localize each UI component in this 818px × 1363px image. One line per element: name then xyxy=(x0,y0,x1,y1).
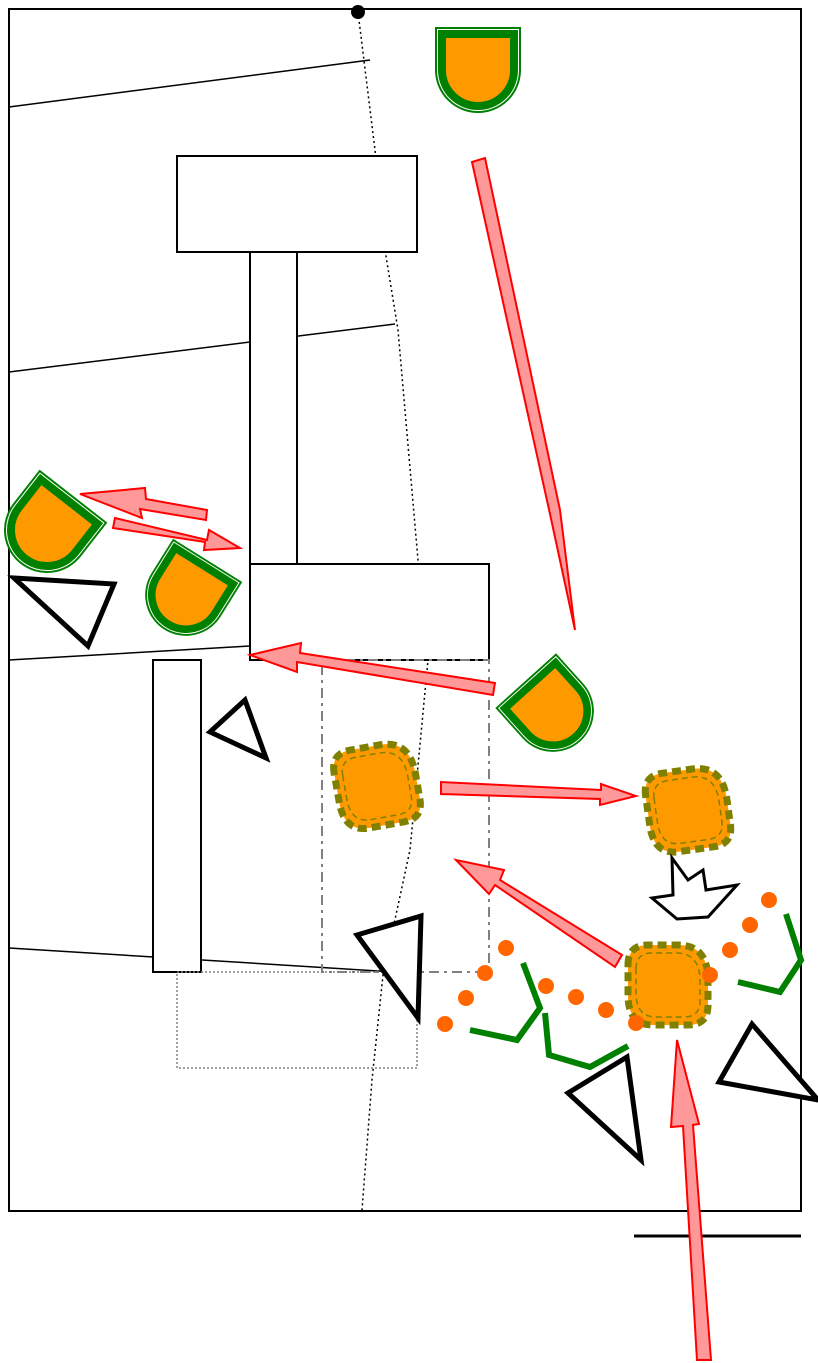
unit-shield-top xyxy=(436,28,520,112)
arrow-top-right xyxy=(470,156,576,631)
buildings xyxy=(152,155,490,973)
origin-point xyxy=(351,5,365,19)
unit-shield-left xyxy=(0,471,106,589)
burst-marker xyxy=(648,853,741,921)
unit-shield-center-left xyxy=(131,540,241,650)
movement-arrows xyxy=(79,156,713,1361)
dotted-boundary xyxy=(437,892,777,1032)
unit-blob-center xyxy=(331,740,424,833)
zigzag-obstacles xyxy=(469,913,805,1071)
unit-blob-right xyxy=(643,765,733,855)
unit-shield-right xyxy=(497,655,610,768)
map-frame xyxy=(8,8,802,1238)
triangle-markers xyxy=(7,575,818,1167)
unit-blob-bottom xyxy=(628,945,708,1025)
